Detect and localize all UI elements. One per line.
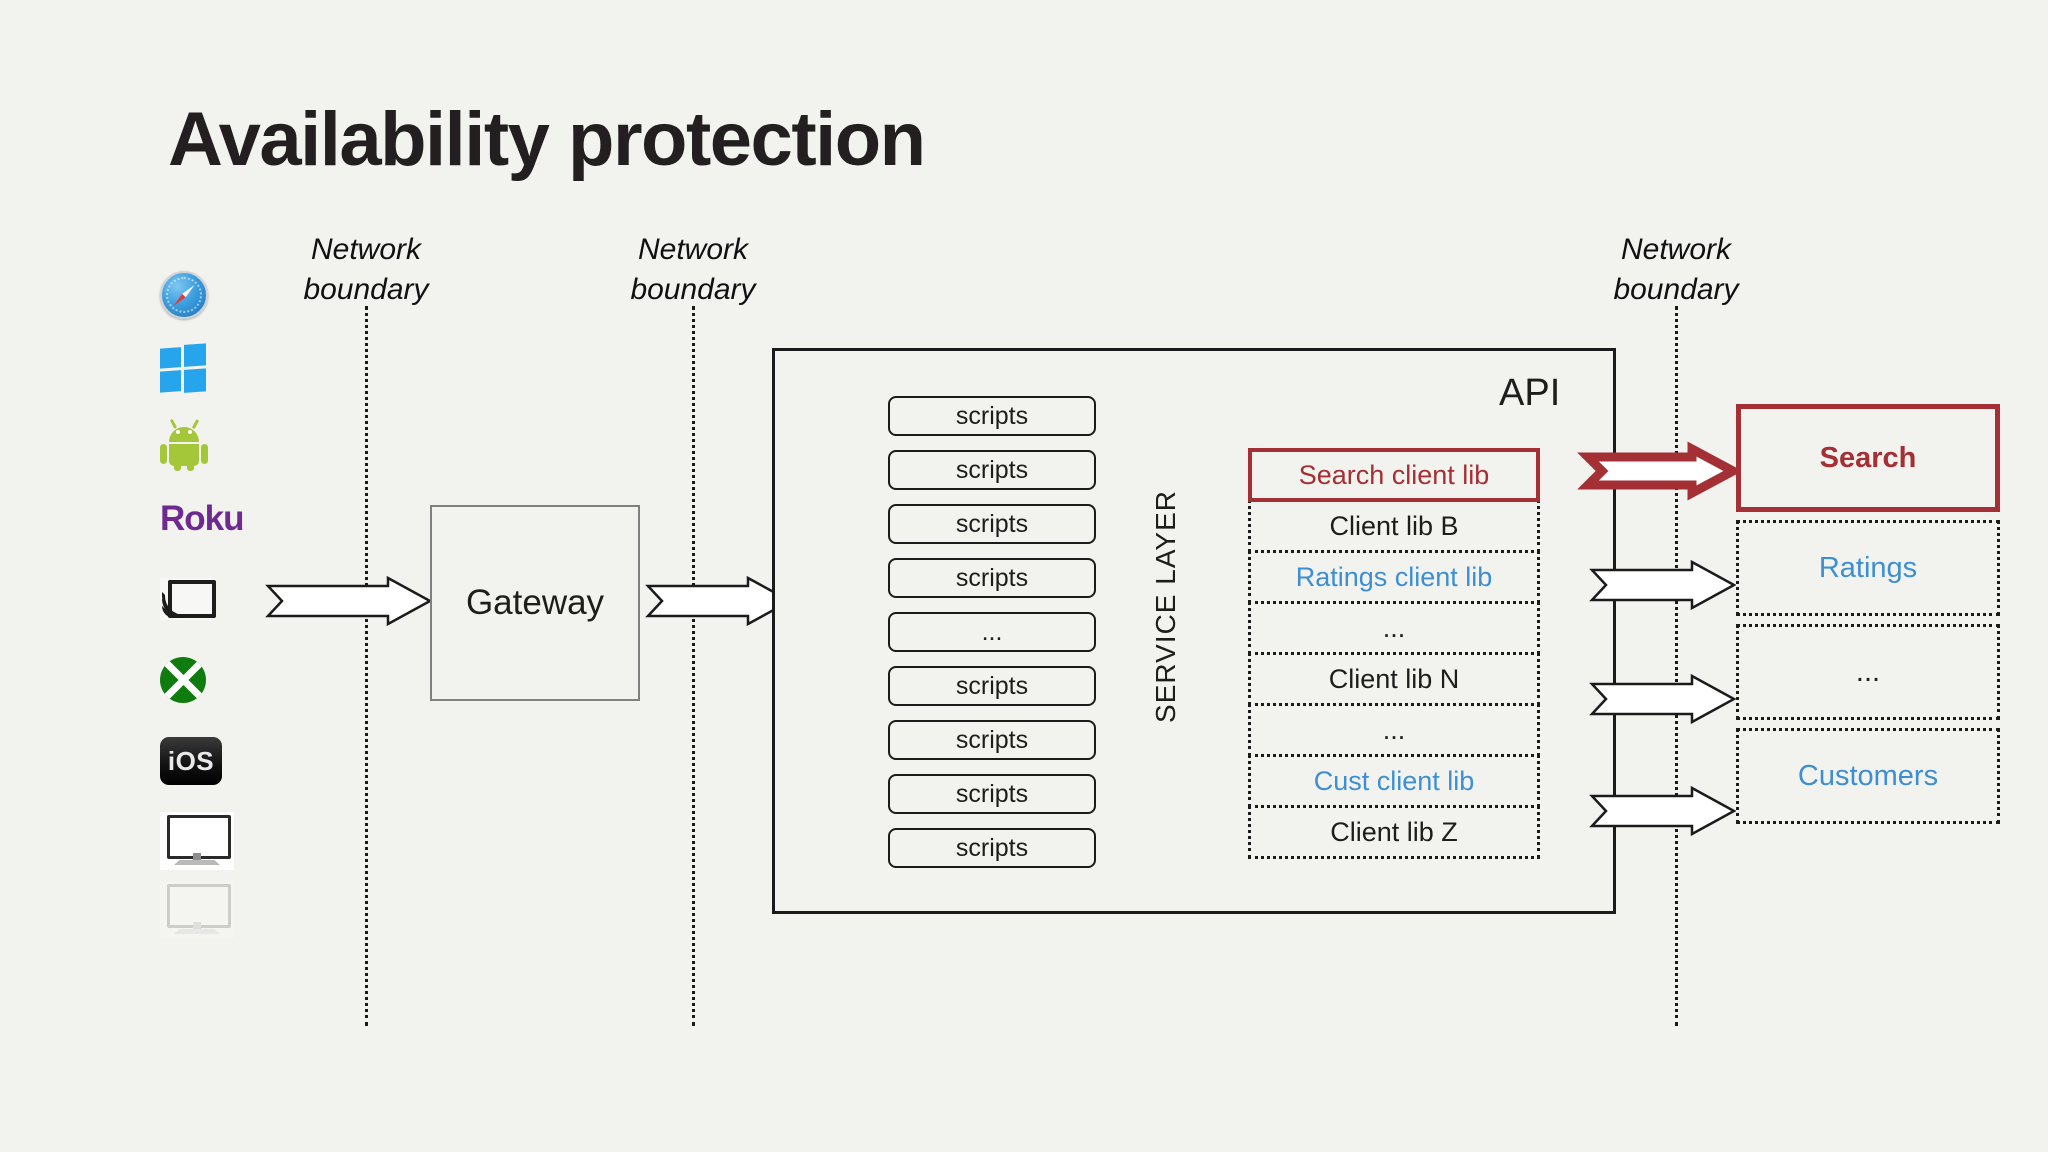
service-label: Ratings [1818,551,1918,584]
client-lib-row-ellipsis[interactable]: ... [1248,601,1540,655]
client-lib-row[interactable]: Client lib B [1248,499,1540,553]
service-label: Search [1819,441,1917,474]
device-list-item [160,558,256,640]
service-box-ellipsis[interactable]: ... [1736,624,2000,720]
client-lib-label: Cust client lib [1313,765,1475,796]
client-lib-column: Search client lib Client lib B Ratings c… [1248,448,1540,859]
roku-icon: Roku [160,499,244,538]
client-lib-label: Client lib Z [1330,816,1458,847]
client-lib-label: Search client lib [1298,459,1490,490]
network-boundary-label: Network boundary [303,233,429,306]
boundary-dotted-line [692,306,698,1026]
service-box-customers[interactable]: Customers [1736,728,2000,824]
windows-icon [160,343,206,393]
client-lib-cust[interactable]: Cust client lib [1248,754,1540,808]
script-label: scripts [955,671,1029,700]
gateway-label: Gateway [465,583,605,622]
script-box[interactable]: scripts [888,828,1096,868]
device-list-item [160,258,256,332]
chromecast-icon [160,578,216,620]
script-box[interactable]: scripts [888,666,1096,706]
arrow-devices-to-gateway [265,575,433,627]
arrow-gateway-to-service-layer [645,575,793,627]
script-label: scripts [955,401,1029,430]
script-label: scripts [955,455,1029,484]
device-list-item: Roku [160,480,256,558]
client-lib-label: Client lib B [1329,510,1459,541]
client-lib-label: ... [1382,714,1406,745]
arrow-api-to-search [1577,441,1743,501]
client-lib-search[interactable]: Search client lib [1248,448,1540,502]
client-lib-label: Ratings client lib [1295,561,1493,592]
service-box-search[interactable]: Search [1736,404,2000,512]
backend-services-column: Search Ratings ... Customers [1736,404,2000,832]
scripts-column: scripts scripts scripts scripts ... scri… [888,396,1096,882]
monitor-icon [160,881,234,939]
client-lib-row[interactable]: Client lib Z [1248,805,1540,859]
page-title: Availability protection [168,97,926,182]
client-lib-label: Client lib N [1328,663,1460,694]
client-lib-label: ... [1382,612,1406,643]
script-box[interactable]: scripts [888,558,1096,598]
script-box[interactable]: scripts [888,720,1096,760]
boundary-dotted-line [365,306,371,1026]
network-boundary-label: Network boundary [1613,233,1739,306]
script-box[interactable]: scripts [888,450,1096,490]
android-icon [160,418,208,471]
client-lib-ratings[interactable]: Ratings client lib [1248,550,1540,604]
boundary-dotted-line [1675,306,1681,1026]
device-list-item [160,332,256,406]
device-list-item [160,880,256,940]
device-list-item [160,802,256,880]
xbox-icon [160,657,206,703]
script-box[interactable]: scripts [888,396,1096,436]
service-box-ratings[interactable]: Ratings [1736,520,2000,616]
service-label: Customers [1797,759,1939,792]
arrow-api-to-customers [1589,785,1737,837]
api-label: API [1499,372,1561,414]
script-label: ... [981,617,1003,646]
script-label: scripts [955,779,1029,808]
script-label: scripts [955,833,1029,862]
script-label: scripts [955,509,1029,538]
device-list-item [160,406,256,480]
service-layer-label: SERVICE LAYER [1150,490,1181,723]
device-list-item: iOS [160,720,256,802]
ios-icon: iOS [160,737,222,785]
network-boundary-label: Network boundary [630,233,756,306]
safari-icon [160,271,208,319]
service-label: ... [1855,655,1881,688]
script-box[interactable]: scripts [888,774,1096,814]
script-label: scripts [955,563,1029,592]
client-lib-row-ellipsis[interactable]: ... [1248,703,1540,757]
device-icon-column: Roku iOS [160,258,256,940]
gateway-box[interactable]: Gateway [430,505,640,701]
client-lib-row[interactable]: Client lib N [1248,652,1540,706]
script-box-ellipsis[interactable]: ... [888,612,1096,652]
script-label: scripts [955,725,1029,754]
arrow-api-to-ratings [1589,559,1737,611]
device-list-item [160,640,256,720]
script-box[interactable]: scripts [888,504,1096,544]
monitor-icon [160,812,234,870]
arrow-api-to-ellipsis [1589,673,1737,725]
